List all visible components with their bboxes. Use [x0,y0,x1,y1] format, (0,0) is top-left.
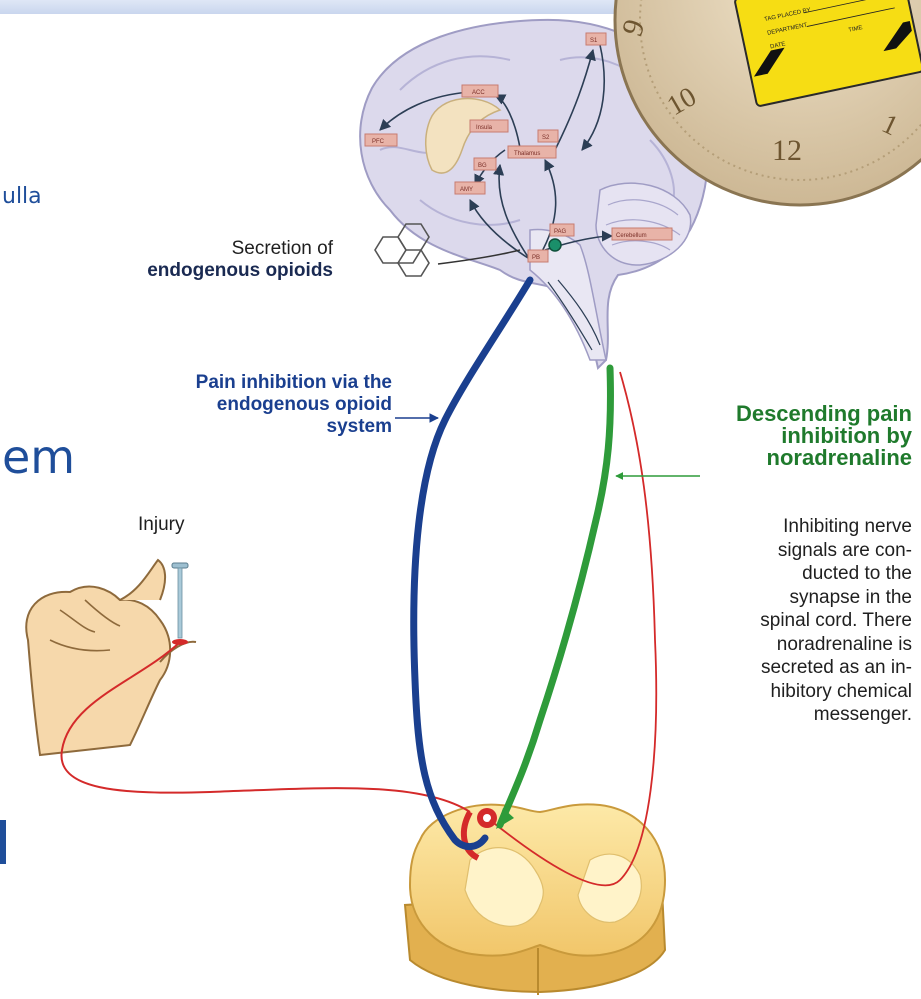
description-line-9: messenger. [660,703,912,727]
injury-label: Injury [138,514,184,536]
secretion-label-line2: endogenous opioids [0,260,333,282]
region-label-s2: S2 [542,135,550,141]
description-line-1: Inhibiting nerve [660,515,912,539]
noradrenaline-label-line1: Descending pain [640,403,912,425]
description-line-6: noradrenaline is [660,633,912,657]
region-label-thalamus: Thalamus [514,151,540,157]
noradrenaline-pathway-label: Descending pain inhibition by noradrenal… [640,403,912,469]
spinal-cord-section [405,804,665,995]
opioid-inhibition-pathway [414,280,530,847]
region-label-insula: Insula [476,125,493,131]
region-label-bg: BG [478,163,487,169]
description-line-3: ducted to the [660,562,912,586]
opioid-pathway-label: Pain inhibition via the endogenous opioi… [0,372,392,438]
region-label-pag: PAG [554,229,567,235]
region-label-s1: S1 [590,38,598,44]
description-line-5: spinal cord. There [660,609,912,633]
opioid-label-line2: endogenous opioid [0,394,392,416]
clock-number-12: 12 [772,134,802,167]
hand-illustration [26,560,196,755]
noradrenaline-label-line2: inhibition by [640,425,912,447]
region-label-cerebellum: Cerebellum [616,233,647,239]
description-line-8: hibitory chemical [660,680,912,704]
description-line-2: signals are con- [660,539,912,563]
description-line-7: secreted as an in- [660,656,912,680]
description-line-4: synapse in the [660,586,912,610]
secretion-label-line1: Secretion of [0,238,333,260]
secretion-label: Secretion of endogenous opioids [0,238,333,282]
region-label-pb: PB [532,255,540,261]
opioid-label-line3: system [0,416,392,438]
noradrenaline-inhibition-pathway [500,368,610,825]
opioid-label-line1: Pain inhibition via the [0,372,392,394]
region-label-pfc: PFC [372,139,385,145]
region-label-acc: ACC [472,90,485,96]
description-paragraph: Inhibiting nerve signals are con- ducted… [660,515,912,727]
region-label-amy: AMY [460,187,473,193]
noradrenaline-label-line3: noradrenaline [640,447,912,469]
